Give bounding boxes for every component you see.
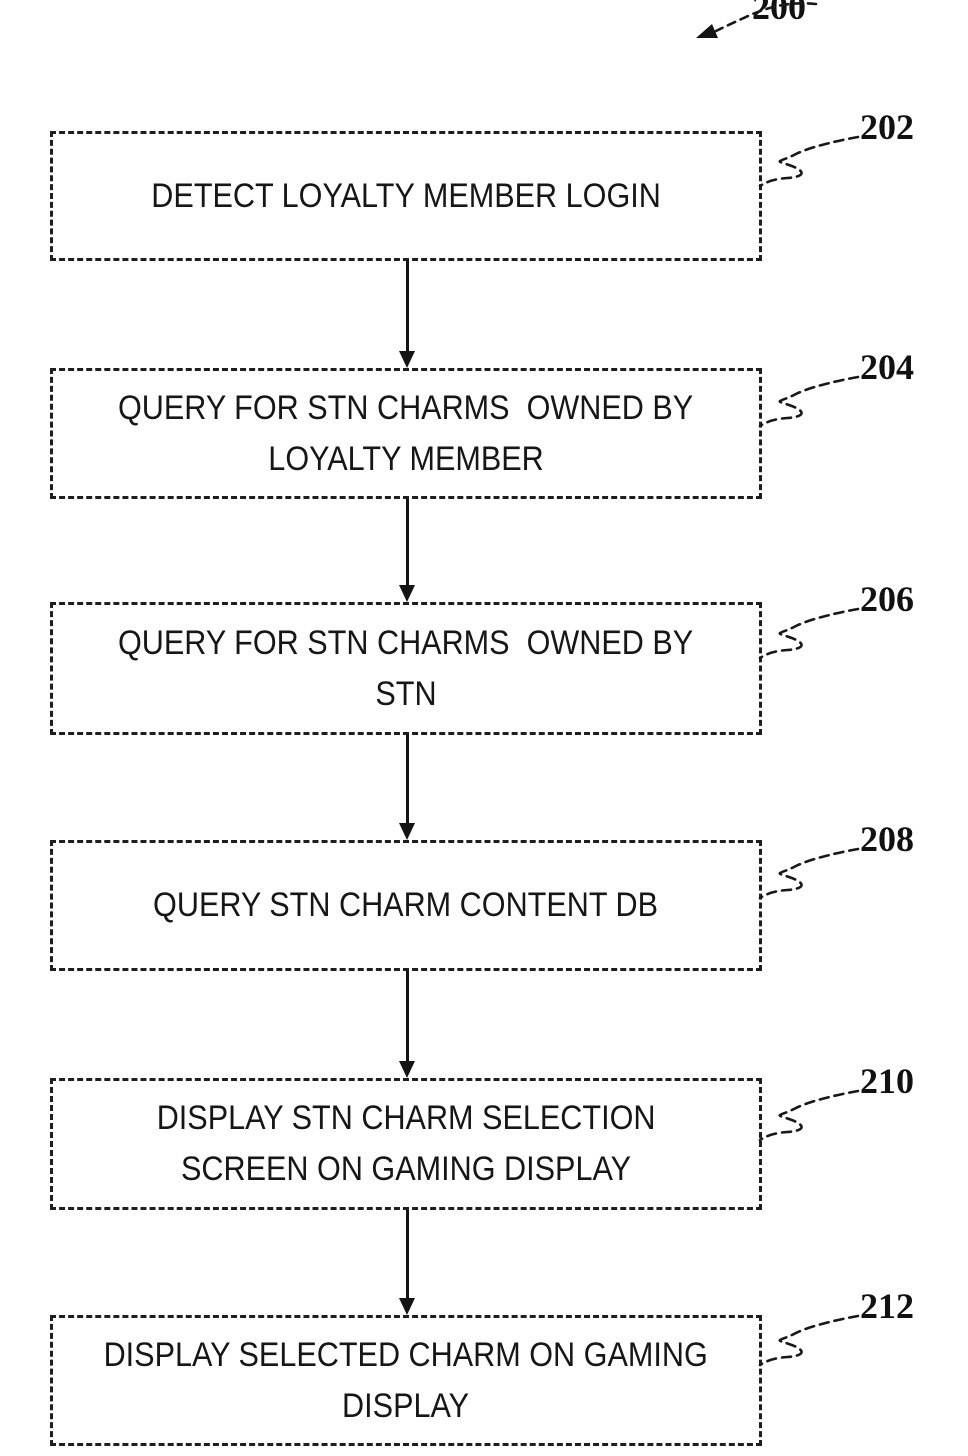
- flow-step-text: DISPLAY STN CHARM SELECTION: [156, 1099, 656, 1137]
- figure-reference-arrow: [696, 2, 818, 38]
- reference-numeral-204: 204: [860, 347, 914, 387]
- flow-step-box-210: DISPLAY STN CHARM SELECTION SCREEN ON GA…: [50, 1078, 762, 1210]
- flow-step-text: DISPLAY: [342, 1386, 470, 1425]
- leader-line: [758, 847, 860, 900]
- down-arrow: [399, 971, 415, 1078]
- leader-line: [758, 135, 860, 188]
- reference-numeral-212: 212: [860, 1286, 914, 1326]
- flow-step-text: QUERY FOR STN CHARMS OWNED BY: [118, 388, 694, 427]
- reference-numeral-202: 202: [860, 107, 914, 147]
- flow-step-box-206: QUERY FOR STN CHARMS OWNED BY STN: [50, 602, 762, 735]
- reference-numeral-208: 208: [860, 819, 914, 859]
- flow-step-text: QUERY STN CHARM CONTENT DB: [153, 886, 659, 924]
- down-arrow: [399, 1210, 415, 1315]
- flow-step-text: LOYALTY MEMBER: [268, 439, 544, 478]
- leader-line: [758, 607, 860, 660]
- flow-step-text: DETECT LOYALTY MEMBER LOGIN: [151, 176, 661, 215]
- flow-step-text: SCREEN ON GAMING DISPLAY: [180, 1150, 632, 1188]
- flow-step-text: QUERY FOR STN CHARMS OWNED BY: [118, 623, 694, 662]
- reference-numeral-210: 210: [860, 1061, 914, 1101]
- reference-numeral-206: 206: [860, 579, 914, 619]
- down-arrow: [399, 499, 415, 602]
- flow-step-text: DISPLAY SELECTED CHARM ON GAMING: [103, 1335, 709, 1374]
- leader-line: [758, 1314, 860, 1367]
- leader-line: [758, 1089, 860, 1142]
- flow-step-box-202: DETECT LOYALTY MEMBER LOGIN: [50, 131, 762, 261]
- flow-step-box-208: QUERY STN CHARM CONTENT DB: [50, 840, 762, 971]
- flow-step-box-212: DISPLAY SELECTED CHARM ON GAMING DISPLAY: [50, 1315, 762, 1446]
- flow-step-box-204: QUERY FOR STN CHARMS OWNED BY LOYALTY ME…: [50, 368, 762, 499]
- down-arrow: [399, 735, 415, 840]
- leader-line: [758, 375, 860, 428]
- down-arrow: [399, 261, 415, 368]
- flow-step-text: STN: [375, 674, 437, 713]
